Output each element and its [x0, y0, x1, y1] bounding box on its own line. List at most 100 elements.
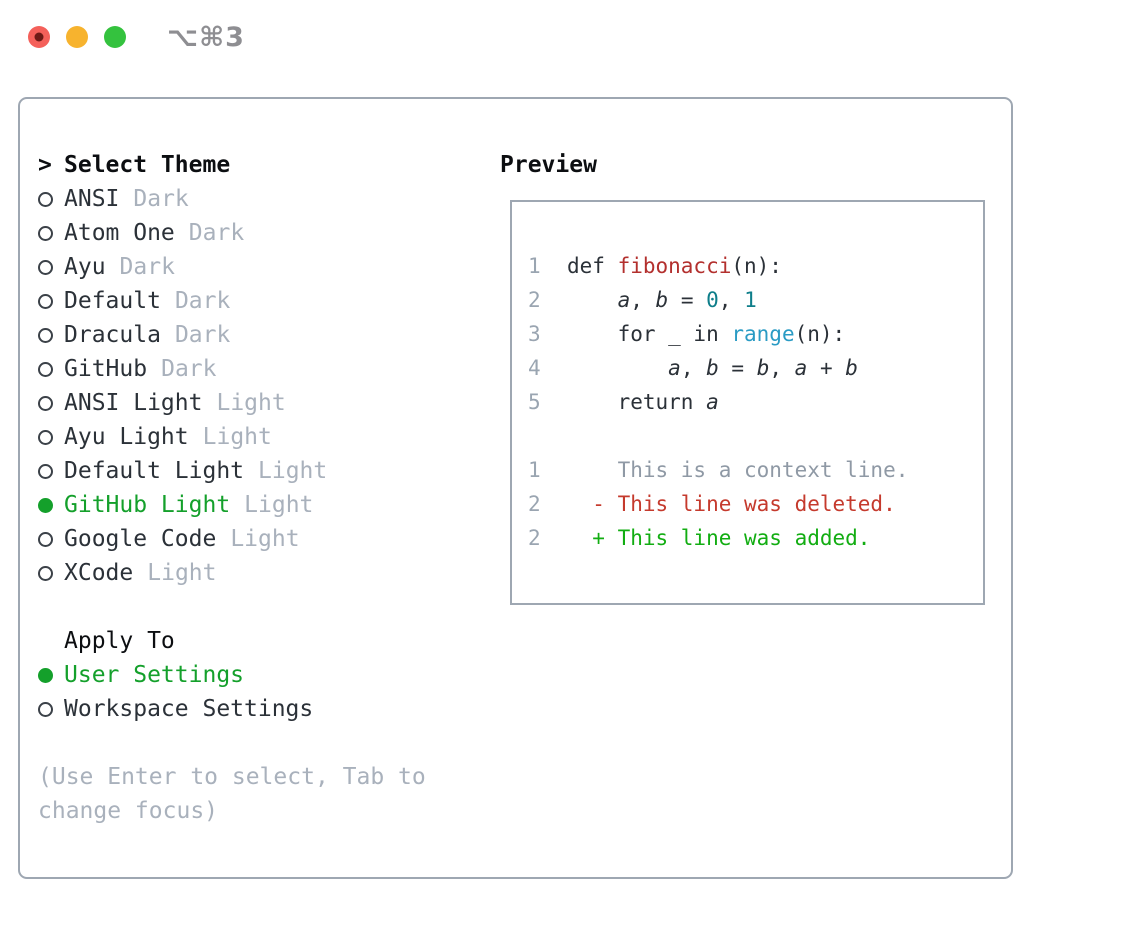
- code-segment-code: ,: [769, 356, 795, 380]
- theme-option-ansi-light-light[interactable]: ANSI Light Light: [38, 386, 426, 420]
- theme-variant-badge: Light: [202, 424, 272, 450]
- theme-name: Dracula: [64, 322, 161, 348]
- radio-marker: [38, 429, 64, 445]
- code-segment-code: [567, 356, 668, 380]
- theme-name: ANSI Light: [64, 390, 203, 416]
- radio-selected-icon: [38, 667, 53, 683]
- code-segment-code: =: [668, 288, 707, 312]
- code-segment-var: a: [706, 390, 719, 414]
- code-segment-numlit: 0: [706, 288, 719, 312]
- theme-name: Google Code: [64, 526, 217, 552]
- titlebar: ⌥⌘3: [0, 0, 1140, 75]
- theme-variant-badge: Light: [258, 458, 328, 484]
- line-number: 2: [528, 288, 541, 312]
- code-segment-var: b: [845, 356, 858, 380]
- radio-icon: [38, 293, 53, 309]
- code-segment-fn: fibonacci: [617, 254, 732, 278]
- code-segment-code: +: [807, 356, 846, 380]
- radio-marker: [38, 259, 64, 275]
- radio-marker: [38, 327, 64, 343]
- code-segment-code: [567, 288, 618, 312]
- code-segment-code: (n):: [731, 254, 782, 278]
- radio-icon: [38, 429, 53, 445]
- code-segment-add: + This line was added.: [567, 526, 871, 550]
- radio-icon: [38, 701, 53, 717]
- close-button[interactable]: [28, 26, 50, 48]
- zoom-button[interactable]: [104, 26, 126, 48]
- code-line: 2 a, b = 0, 1: [528, 283, 967, 317]
- radio-icon: [38, 327, 53, 343]
- radio-icon: [38, 259, 53, 275]
- radio-marker: [38, 191, 64, 207]
- radio-marker: [38, 225, 64, 241]
- radio-marker: [38, 667, 64, 683]
- code-segment-code: ,: [718, 288, 745, 312]
- code-line: 2 + This line was added.: [528, 521, 967, 555]
- apply-option-name: User Settings: [64, 662, 245, 688]
- select-theme-title: Select Theme: [64, 152, 231, 178]
- apply-option-user-settings[interactable]: User Settings: [38, 658, 426, 692]
- apply-option-name: Workspace Settings: [64, 696, 314, 722]
- theme-name: Atom One: [64, 220, 175, 246]
- apply-option-workspace-settings[interactable]: Workspace Settings: [38, 692, 426, 726]
- theme-name: GitHub Light: [64, 492, 231, 518]
- radio-icon: [38, 225, 53, 241]
- apply-to-header: Apply To: [38, 624, 426, 658]
- code-line: 1 def fibonacci(n):: [528, 249, 967, 283]
- theme-variant-badge: Dark: [188, 220, 245, 246]
- window-title: ⌥⌘3: [167, 22, 245, 53]
- radio-marker: [38, 293, 64, 309]
- code-line: 1 This is a context line.: [528, 453, 967, 487]
- code-segment-numlit: 1: [744, 288, 757, 312]
- code-segment-call: range: [731, 322, 795, 346]
- line-number: 1: [528, 254, 541, 278]
- code-segment-code: def: [567, 254, 618, 278]
- code-segment-var: b: [655, 288, 669, 312]
- line-number: 2: [528, 526, 541, 550]
- theme-option-dracula-dark[interactable]: Dracula Dark: [38, 318, 426, 352]
- unsaved-dot-icon: [34, 32, 44, 42]
- minimize-button[interactable]: [66, 26, 88, 48]
- code-line: [528, 419, 967, 453]
- select-theme-header: >Select Theme: [38, 148, 426, 182]
- theme-option-ayu-light-light[interactable]: Ayu Light Light: [38, 420, 426, 454]
- code-segment-var: a: [794, 356, 808, 380]
- radio-icon: [38, 531, 53, 547]
- radio-icon: [38, 361, 53, 377]
- code-segment-var: a: [617, 288, 631, 312]
- theme-variant-badge: Dark: [161, 356, 217, 382]
- line-number: 3: [528, 322, 541, 346]
- theme-option-default-light-light[interactable]: Default Light Light: [38, 454, 426, 488]
- code-segment-code: (n):: [794, 322, 846, 346]
- radio-marker: [38, 531, 64, 547]
- radio-icon: [38, 565, 53, 581]
- theme-name: Ayu Light: [64, 424, 189, 450]
- radio-selected-icon: [38, 497, 53, 513]
- code-segment-code: ,: [630, 288, 656, 312]
- code-line: 3 for _ in range(n):: [528, 317, 967, 351]
- code-segment-var: b: [706, 356, 719, 380]
- preview-title: Preview: [500, 152, 597, 178]
- code-segment-code: return: [567, 390, 707, 414]
- radio-marker: [38, 701, 64, 717]
- code-segment-code: ,: [680, 356, 707, 380]
- radio-icon: [38, 395, 53, 411]
- theme-variant-badge: Light: [216, 390, 286, 416]
- theme-variant-badge: Dark: [174, 322, 231, 348]
- radio-icon: [38, 191, 53, 207]
- prompt-marker: >: [38, 148, 64, 182]
- theme-name: Default Light: [64, 458, 245, 484]
- apply-to-title: Apply To: [64, 628, 175, 654]
- theme-option-atom-one-dark[interactable]: Atom One Dark: [38, 216, 426, 250]
- line-number: 1: [528, 458, 541, 482]
